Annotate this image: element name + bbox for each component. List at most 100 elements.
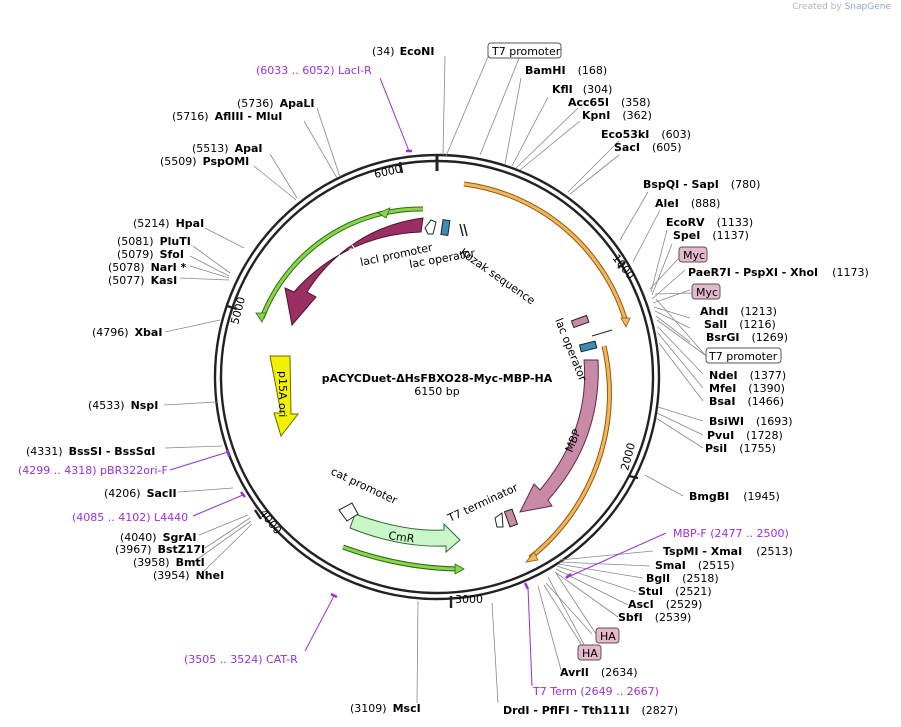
- p15A-ori-feature: [269, 355, 300, 438]
- plasmid-name: pACYCDuet-ΔHsFBXO28-Myc-MBP-HA: [322, 372, 553, 385]
- t7-promoter-top-label: T7 promoter: [491, 45, 561, 58]
- snapgene-logo-text: SnapGene: [844, 2, 891, 12]
- enzyme-BsrGI[interactable]: BsrGI(1269): [706, 331, 788, 344]
- enzyme-ApaLI[interactable]: (5736)ApaLI: [237, 97, 315, 110]
- snapgene-credit: Created by SnapGene: [792, 2, 891, 12]
- myc-box-1: [678, 246, 708, 263]
- enzyme-Eco53kI[interactable]: Eco53kI(603): [601, 128, 691, 141]
- green-track-cmr: [342, 545, 459, 571]
- enzyme-PspOMI[interactable]: (5509)PspOMI: [160, 155, 249, 168]
- tick-6000: 6000: [373, 162, 403, 181]
- enzyme-BsiWI[interactable]: BsiWI(1693): [709, 415, 793, 428]
- enzyme-SbfI[interactable]: SbfI(2539): [618, 611, 691, 624]
- leader-lines-right: [416, 51, 706, 704]
- kozak-marker: [459, 223, 464, 237]
- cat-promoter-arrow: [338, 502, 359, 522]
- enzyme-SgrAI[interactable]: (4040)SgrAI: [120, 531, 196, 544]
- enzyme-BstZ17I[interactable]: (3967)BstZ17I: [115, 543, 205, 556]
- enzyme-SmaI[interactable]: SmaI(2515): [655, 559, 734, 572]
- enzyme-BamHI[interactable]: BamHI(168): [525, 64, 607, 77]
- tick-1000: 1000: [610, 252, 637, 282]
- enzyme-AleI[interactable]: AleI(888): [655, 197, 720, 210]
- ha-tag-feature: [503, 508, 519, 528]
- ha-label-1: HA: [600, 630, 616, 643]
- primer-markers: [169, 77, 667, 687]
- leader-lines-left: [163, 107, 341, 576]
- enzyme-MscI[interactable]: (3109)MscI: [350, 702, 421, 715]
- primer-MBP-F[interactable]: MBP-F (2477 .. 2500): [673, 527, 789, 540]
- orange-track-bottom: [529, 345, 611, 560]
- enzyme-AhdI[interactable]: AhdI(1213): [700, 305, 777, 318]
- CmR-label: CmR: [388, 529, 416, 546]
- green-track-lacI: [260, 207, 424, 319]
- enzyme-BssSI-BssSaI[interactable]: (4331)BssSI - BssSαI: [26, 445, 155, 458]
- green-track-cmr-outline: [342, 544, 459, 572]
- enzyme-KflI[interactable]: KflI(304): [552, 83, 612, 96]
- lac-operator-right-box: [578, 340, 598, 353]
- enzyme-SacII[interactable]: (4206)SacII: [104, 487, 177, 500]
- enzyme-NarI[interactable]: (5078)NarI *: [108, 261, 187, 274]
- enzyme-PluTI[interactable]: (5081)PluTI: [117, 235, 191, 248]
- primer-pBR322ori-F[interactable]: (4299 .. 4318) pBR322ori-F: [18, 464, 168, 477]
- enzyme-AvrII[interactable]: AvrII(2634): [560, 666, 637, 679]
- enzyme-SpeI[interactable]: SpeI(1137): [673, 229, 749, 242]
- enzyme-ApaI[interactable]: (5513)ApaI: [192, 142, 262, 155]
- orange-track-top-arrow: [620, 317, 631, 328]
- kozak-sequence-label: Kozak sequence: [457, 246, 537, 308]
- enzyme-PsiI[interactable]: PsiI(1755): [705, 442, 776, 455]
- myc-label-1: Myc: [683, 249, 705, 262]
- ha-box-2: [577, 644, 602, 661]
- enzyme-MfeI[interactable]: MfeI(1390): [709, 382, 785, 395]
- enzyme-TspMI-XmaI[interactable]: TspMI - XmaI(2513): [663, 545, 793, 558]
- enzyme-StuI[interactable]: StuI(2521): [638, 585, 712, 598]
- p15A-ori-label: p15A ori: [276, 371, 289, 417]
- primer-LacI-R[interactable]: (6033 .. 6052) LacI-R: [256, 64, 372, 77]
- enzyme-BmtI[interactable]: (3958)BmtI: [133, 556, 205, 569]
- plasmid-size: 6150 bp: [414, 385, 459, 398]
- tick-5000: 5000: [228, 295, 248, 325]
- green-track-cmr-arrow: [454, 563, 465, 575]
- enzyme-BspQI-SapI[interactable]: BspQI - SapI(780): [643, 178, 760, 191]
- lacI-promoter-arrow: [424, 219, 437, 235]
- enzyme-KpnI[interactable]: KpnI(362): [582, 109, 652, 122]
- enzyme-DrdI-PflFI-Tth111I[interactable]: DrdI - PflFI - Tth111I(2827): [503, 704, 678, 717]
- enzyme-SacI[interactable]: SacI(605): [614, 141, 682, 154]
- enzyme-EcoNI[interactable]: (34)EcoNI: [372, 45, 434, 58]
- enzyme-HpaI[interactable]: (5214)HpaI: [133, 217, 204, 230]
- green-track-lacI-arrow: [255, 312, 267, 323]
- tick-2000: 2000: [618, 441, 638, 471]
- enzyme-AscI[interactable]: AscI(2529): [628, 598, 702, 611]
- green-track-lacI-head: [377, 207, 391, 219]
- primer-L4440[interactable]: (4085 .. 4102) L4440: [72, 511, 188, 524]
- CmR-feature: [349, 513, 461, 554]
- enzyme-NspI[interactable]: (4533)NspI: [88, 399, 158, 412]
- enzyme-KasI[interactable]: (5077)KasI: [108, 274, 177, 287]
- tick-marks: [226, 161, 639, 608]
- enzyme-BglI[interactable]: BglI(2518): [646, 572, 719, 585]
- enzyme-XbaI[interactable]: (4796)XbaI: [92, 326, 162, 339]
- orange-track-bottom-arrow: [525, 551, 539, 563]
- enzyme-BsaI[interactable]: BsaI(1466): [709, 395, 784, 408]
- myc-box-2: [691, 283, 721, 300]
- enzyme-SalI[interactable]: SalI(1216): [704, 318, 776, 331]
- enzyme-NdeI[interactable]: NdeI(1377): [709, 369, 786, 382]
- enzyme-NheI[interactable]: (3954)NheI: [153, 569, 224, 582]
- MBP-feature: [519, 359, 599, 513]
- enzyme-AflIII-MluI[interactable]: (5716)AflIII - MluI: [172, 110, 282, 123]
- enzyme-SfoI[interactable]: (5079)SfoI: [117, 248, 184, 261]
- t7-terminator-marker: [494, 512, 504, 528]
- enzyme-EcoRV[interactable]: EcoRV(1133): [666, 216, 753, 229]
- enzyme-PaeR7I-PspXI-XhoI[interactable]: PaeR7I - PspXI - XhoI(1173): [688, 266, 869, 279]
- enzyme-Acc65I[interactable]: Acc65I(358): [568, 96, 651, 109]
- t7-promoter-right-box: [705, 347, 782, 364]
- primer-T7-Term[interactable]: T7 Term (2649 .. 2667): [532, 685, 659, 698]
- primer-CAT-R[interactable]: (3505 .. 3524) CAT-R: [184, 653, 298, 666]
- ha-label-2: HA: [582, 647, 598, 660]
- enzyme-BmgBI[interactable]: BmgBI(1945): [689, 490, 780, 503]
- orange-track-top: [463, 182, 628, 323]
- t7-promoter-right-label: T7 promoter: [708, 350, 778, 363]
- enzyme-PvuI[interactable]: PvuI(1728): [707, 429, 783, 442]
- orange-track-top-outline: [463, 181, 629, 323]
- ha-box-1: [595, 627, 620, 644]
